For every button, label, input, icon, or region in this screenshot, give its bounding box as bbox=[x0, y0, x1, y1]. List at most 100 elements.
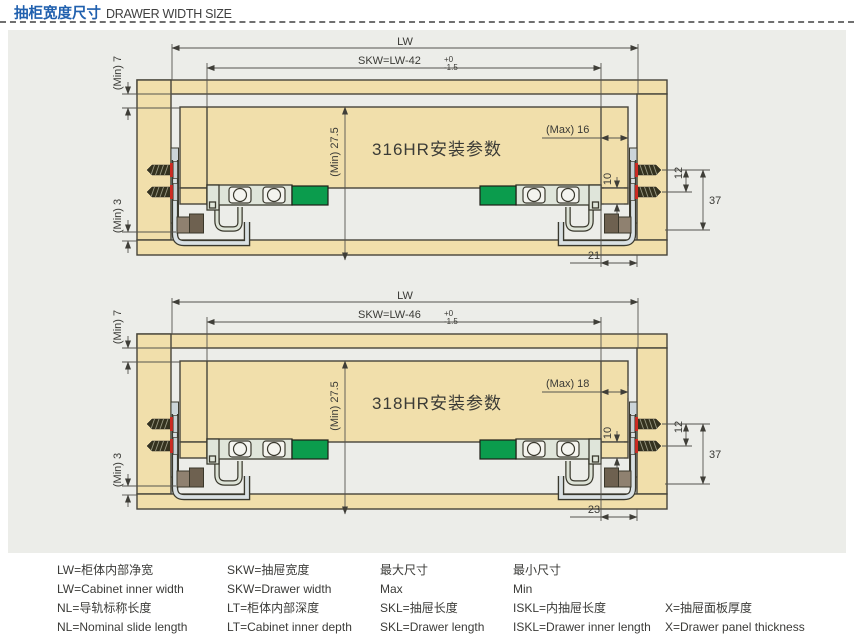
cabinet-bottom-panel bbox=[136, 493, 668, 510]
green-latch-block bbox=[291, 185, 329, 206]
min-drawer-height-label: (Min) 27.5 bbox=[329, 127, 341, 177]
mounting-screw bbox=[146, 161, 178, 179]
max-panel-label: (Max) 16 bbox=[546, 124, 589, 136]
legend-line: LT=Cabinet inner depth bbox=[227, 620, 352, 634]
skw-label: SKW=LW-42 bbox=[358, 55, 421, 67]
min-bottom-label: (Min) 3 bbox=[112, 453, 124, 487]
pitch12-label: 12 bbox=[673, 167, 685, 179]
skw-tol-minus: -1.5 bbox=[444, 317, 458, 326]
gap10-label: 10 bbox=[602, 173, 614, 185]
dim-37 bbox=[665, 169, 710, 231]
dim-min3 bbox=[122, 474, 176, 507]
rail-notch bbox=[208, 455, 217, 463]
page-title-zh: 抽柜宽度尺寸 bbox=[14, 6, 101, 22]
drawer-body bbox=[179, 106, 629, 189]
min-bottom-label: (Min) 3 bbox=[112, 199, 124, 233]
legend-line: X=抽屉面板厚度 bbox=[665, 601, 753, 615]
legend-line: Min bbox=[513, 582, 533, 596]
roller bbox=[266, 441, 282, 457]
legend-line: SKL=抽屉长度 bbox=[380, 601, 458, 615]
dim-rear bbox=[570, 255, 638, 267]
drawer-body bbox=[179, 360, 629, 443]
screw-washer bbox=[172, 415, 178, 433]
legend-line: Max bbox=[380, 582, 403, 596]
min-top-label: (Min) 7 bbox=[112, 56, 124, 90]
slide-assembly-left bbox=[146, 401, 329, 501]
dim-10 bbox=[604, 431, 624, 469]
dim-37 bbox=[665, 423, 710, 485]
dim-10 bbox=[604, 177, 624, 215]
legend-line: 最大尺寸 bbox=[380, 563, 429, 577]
screw-red-mark bbox=[170, 417, 174, 431]
plastic-block bbox=[189, 213, 204, 234]
plastic-block bbox=[176, 470, 191, 488]
h37-label: 37 bbox=[709, 449, 721, 461]
roller bbox=[232, 441, 248, 457]
drawer bbox=[179, 360, 629, 459]
diagram-318hr: LW SKW=LW-46 +0 -1.5 (Min) 7 (Min) 3 (Mi… bbox=[112, 290, 721, 521]
lw-label: LW bbox=[397, 36, 413, 48]
dim-min7 bbox=[122, 336, 180, 374]
diagram-316hr: LW SKW=LW-42 +0 -1.5 (Min) 7 (Min) 3 (Mi… bbox=[112, 36, 721, 267]
skw-label: SKW=LW-46 bbox=[358, 309, 421, 321]
legend-line: LW=Cabinet inner width bbox=[57, 582, 184, 596]
rear-gap-label: 23 bbox=[588, 504, 600, 516]
legend-line: NL=Nominal slide length bbox=[57, 620, 188, 634]
plastic-block bbox=[176, 216, 191, 234]
gap10-label: 10 bbox=[602, 427, 614, 439]
legend-line: ISKL=内抽屉长度 bbox=[513, 601, 607, 615]
cabinet bbox=[136, 79, 668, 256]
legend-line: NL=导轨标称长度 bbox=[57, 601, 152, 615]
legend-line: SKW=Drawer width bbox=[227, 582, 332, 596]
skw-tol-minus: -1.5 bbox=[444, 63, 458, 72]
roller bbox=[266, 187, 282, 203]
cabinet-top-panel bbox=[136, 333, 668, 349]
dim-max-side bbox=[542, 386, 629, 398]
legend-col-min-iskl: 最小尺寸 Min ISKL=内抽屉长度 ISKL=Drawer inner le… bbox=[513, 561, 651, 637]
rail-front-hook bbox=[214, 205, 243, 232]
legend-line: LT=柜体内部深度 bbox=[227, 601, 320, 615]
cabinet-top-panel bbox=[136, 79, 668, 95]
legend-col-skw-lt: SKW=抽屉宽度 SKW=Drawer width LT=柜体内部深度 LT=C… bbox=[227, 561, 352, 637]
legend-col-lw-nl: LW=柜体内部净宽 LW=Cabinet inner width NL=导轨标称… bbox=[57, 561, 187, 637]
dimensions bbox=[122, 44, 710, 267]
mounting-screw bbox=[146, 415, 178, 433]
dim-lw bbox=[171, 298, 639, 348]
pitch12-label: 12 bbox=[673, 421, 685, 433]
min-drawer-height-label: (Min) 27.5 bbox=[329, 381, 341, 431]
min-top-label: (Min) 7 bbox=[112, 310, 124, 344]
rail-front-hook bbox=[214, 459, 243, 486]
legend-line: SKW=抽屉宽度 bbox=[227, 563, 310, 577]
max-panel-label: (Max) 18 bbox=[546, 378, 589, 390]
legend-col-max-skl: 最大尺寸 Max SKL=抽屉长度 SKL=Drawer length bbox=[380, 561, 484, 637]
drawer bbox=[179, 106, 629, 205]
dim-max-side bbox=[542, 132, 629, 144]
screw-washer bbox=[172, 161, 178, 179]
dim-rear bbox=[570, 509, 638, 521]
drawer-side-tab-left bbox=[179, 187, 208, 205]
legend-line: SKL=Drawer length bbox=[380, 620, 485, 634]
legend-col-x: X=抽屉面板厚度 X=Drawer panel thickness bbox=[665, 599, 805, 637]
labels: LW SKW=LW-42 +0 -1.5 (Min) 7 (Min) 3 (Mi… bbox=[112, 36, 721, 262]
skw-tol-plus: +0 bbox=[444, 55, 454, 64]
h37-label: 37 bbox=[709, 195, 721, 207]
dimensions bbox=[122, 298, 710, 521]
dim-lw bbox=[171, 44, 639, 94]
screw-red-mark bbox=[170, 163, 174, 177]
dim-min3 bbox=[122, 220, 176, 253]
plastic-block bbox=[189, 467, 204, 488]
labels: LW SKW=LW-46 +0 -1.5 (Min) 7 (Min) 3 (Mi… bbox=[112, 290, 721, 516]
dim-min7 bbox=[122, 82, 180, 120]
drawer-side-tab-right bbox=[600, 441, 629, 459]
header-dashed-rule bbox=[0, 21, 854, 23]
product-label: 316HR安装参数 bbox=[372, 140, 502, 159]
legend-line: 最小尺寸 bbox=[513, 563, 562, 577]
legend-line: X=Drawer panel thickness bbox=[665, 620, 805, 634]
rear-gap-label: 21 bbox=[588, 250, 600, 262]
legend-line: LW=柜体内部净宽 bbox=[57, 563, 154, 577]
cabinet-bottom-panel bbox=[136, 239, 668, 256]
dim-skw bbox=[206, 63, 602, 267]
skw-tol-plus: +0 bbox=[444, 309, 454, 318]
product-label: 318HR安装参数 bbox=[372, 394, 502, 413]
